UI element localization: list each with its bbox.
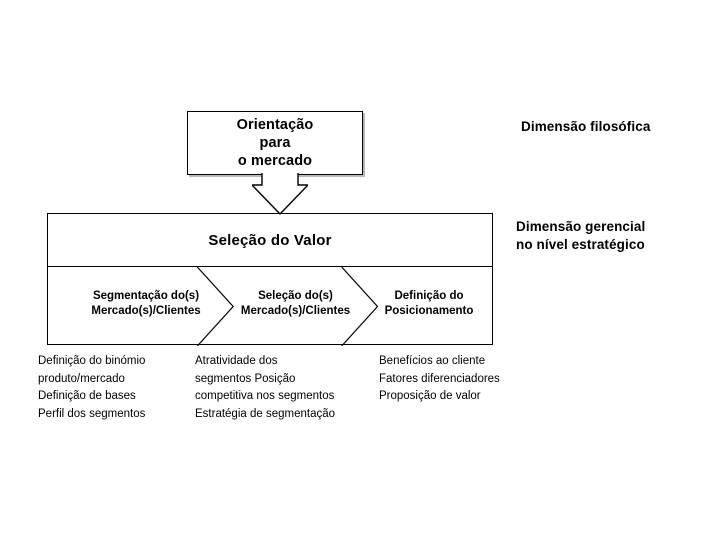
detail-2-line-3: Proposição de valor [379,390,481,402]
segment-0-line-1: Segmentação do(s) [92,290,200,302]
segment-2-line-1: Definição do [394,290,464,302]
segment-2-line-2: Posicionamento [384,304,474,317]
frame-title-text: Seleção do Valor [208,231,332,249]
detail-1-line-2: segmentos Posição [195,372,296,385]
detail-0-line-3: Definição de bases [38,390,136,402]
detail-column-posicionamento: Benefícios ao cliente Fatores diferencia… [379,353,500,406]
dimension-0-line-1: Dimensão filosófica [521,119,651,134]
dimension-1-line-1: Dimensão gerencial [516,219,646,234]
top-box-orientacao-para-o-mercado: Orientação para o mercado [187,111,363,175]
segment-label-segmentacao: Segmentação do(s) Mercado(s)/Clientes [56,289,236,318]
chevron-band: Segmentação do(s) Mercado(s)/Clientes Se… [48,267,492,346]
detail-2-line-1: Benefícios ao cliente [379,355,486,367]
dimension-caption-filosofica: Dimensão filosófica [521,118,650,136]
segment-0-line-2: Mercado(s)/Clientes [91,304,201,317]
detail-column-selecao: Atratividade dos segmentos Posição compe… [195,353,335,423]
detail-1-line-3: competitiva nos segmentos [195,390,335,402]
segment-1-line-1: Seleção do(s) [258,290,333,302]
main-frame: Seleção do Valor Segmentação do(s) Merca… [47,213,493,345]
detail-0-line-1: Definição do binómio [38,355,146,367]
dimension-caption-gerencial: Dimensão gerencial no nível estratégico [516,218,645,254]
down-arrow-icon [252,173,308,215]
segment-1-line-2: Mercado(s)/Clientes [240,304,351,317]
detail-1-line-4: Estratégia de segmentação [195,407,336,420]
top-box-line-1: Orientação [236,117,314,133]
detail-1-line-1: Atratividade dos [195,355,278,367]
detail-2-line-2: Fatores diferenciadores [379,372,500,385]
top-box-line-3: o mercado [237,153,313,169]
top-box-line-2: para [259,135,291,151]
segment-label-selecao: Seleção do(s) Mercado(s)/Clientes [208,289,383,318]
segment-label-definicao: Definição do Posicionamento [366,289,492,318]
detail-0-line-4: Perfil dos segmentos [38,407,146,420]
dimension-1-line-2: no nível estratégico [516,237,645,252]
detail-column-segmentacao: Definição do binómio produto/mercado Def… [38,353,145,423]
detail-0-line-2: produto/mercado [38,372,125,385]
frame-title-bar: Seleção do Valor [48,214,492,267]
